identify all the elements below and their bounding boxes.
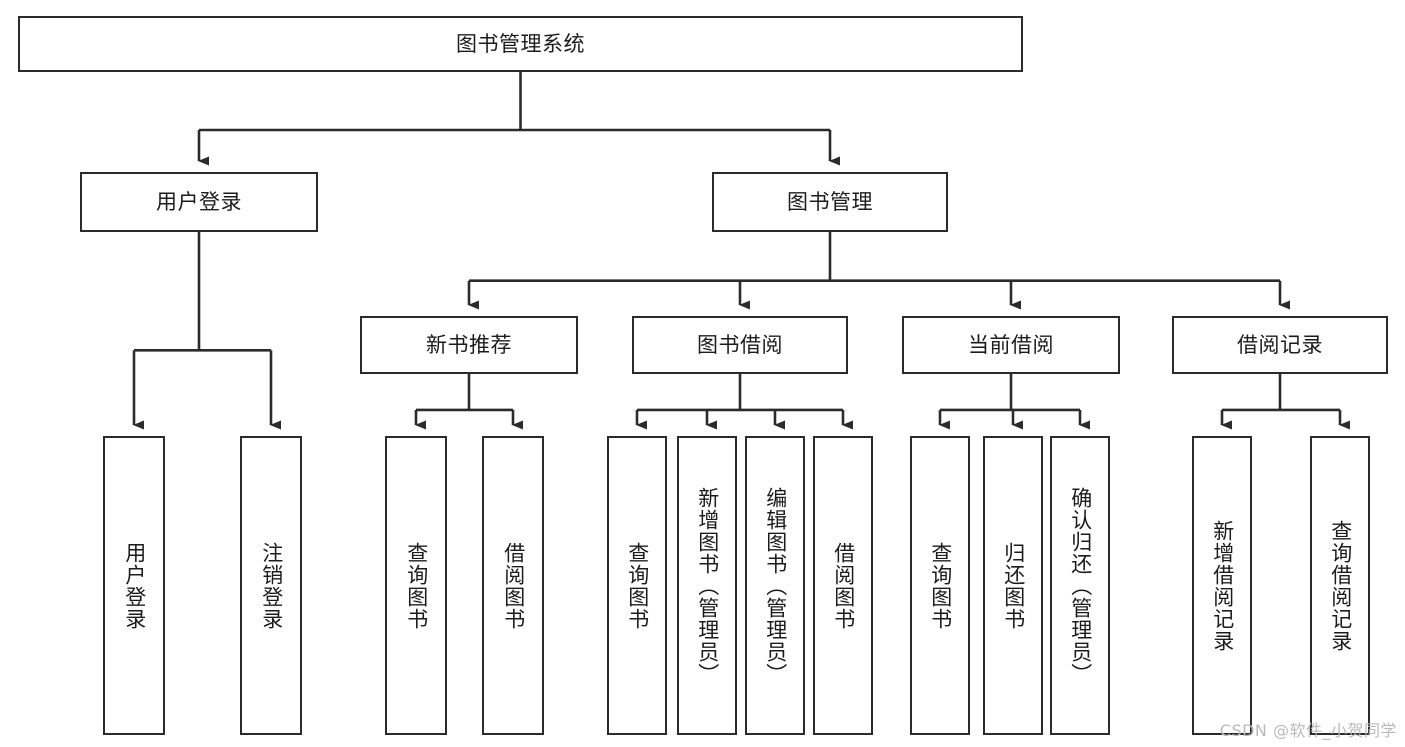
leaf-node[interactable]: 编辑图书（管理员） xyxy=(745,436,805,735)
branch-node[interactable]: 借阅记录 xyxy=(1172,316,1388,374)
leaf-node[interactable]: 查询借阅记录 xyxy=(1310,436,1370,735)
node-label: 图书借阅 xyxy=(697,332,783,357)
leaf-node[interactable]: 用户登录 xyxy=(103,436,165,735)
branch-node[interactable]: 新书推荐 xyxy=(360,316,578,374)
leaf-node[interactable]: 借阅图书 xyxy=(813,436,873,735)
node-label: 用户登录 xyxy=(156,189,242,214)
branch-node[interactable]: 图书管理 xyxy=(712,172,948,232)
node-label: 新增图书（管理员） xyxy=(695,486,720,685)
node-label: 借阅图书 xyxy=(831,541,856,630)
leaf-node[interactable]: 查询图书 xyxy=(385,436,447,735)
leaf-node[interactable]: 查询图书 xyxy=(607,436,667,735)
leaf-node[interactable]: 查询图书 xyxy=(910,436,970,735)
csdn-watermark: CSDN @软件_小贺同学 xyxy=(1219,721,1397,740)
node-label: 确认归还（管理员） xyxy=(1068,486,1093,685)
branch-node[interactable]: 图书借阅 xyxy=(632,316,848,374)
leaf-node[interactable]: 新增图书（管理员） xyxy=(677,436,737,735)
leaf-node[interactable]: 借阅图书 xyxy=(482,436,544,735)
node-label: 查询借阅记录 xyxy=(1328,519,1353,652)
node-label: 新增借阅记录 xyxy=(1210,519,1235,652)
leaf-node[interactable]: 注销登录 xyxy=(240,436,302,735)
node-label: 新书推荐 xyxy=(426,332,512,357)
node-label: 查询图书 xyxy=(404,541,429,630)
node-label: 查询图书 xyxy=(928,541,953,630)
root-node[interactable]: 图书管理系统 xyxy=(18,16,1023,72)
branch-node[interactable]: 当前借阅 xyxy=(902,316,1120,374)
node-label: 图书管理 xyxy=(787,189,873,214)
branch-node[interactable]: 用户登录 xyxy=(80,172,318,232)
node-label: 查询图书 xyxy=(625,541,650,630)
leaf-node[interactable]: 新增借阅记录 xyxy=(1192,436,1252,735)
node-label: 借阅图书 xyxy=(501,541,526,630)
node-label: 注销登录 xyxy=(259,541,284,630)
node-label: 图书管理系统 xyxy=(456,31,585,56)
node-label: 编辑图书（管理员） xyxy=(763,486,788,685)
node-label: 用户登录 xyxy=(122,541,147,630)
leaf-node[interactable]: 归还图书 xyxy=(983,436,1043,735)
leaf-node[interactable]: 确认归还（管理员） xyxy=(1050,436,1110,735)
node-label: 归还图书 xyxy=(1001,541,1026,630)
node-label: 借阅记录 xyxy=(1237,332,1323,357)
node-label: 当前借阅 xyxy=(968,332,1054,357)
